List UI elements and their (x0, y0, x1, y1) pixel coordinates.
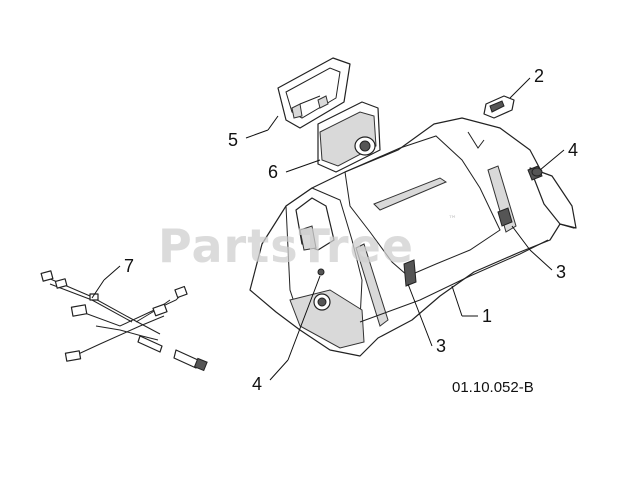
callout-4-right: 4 (568, 140, 578, 160)
part-4-fastener-left[interactable] (313, 268, 331, 311)
part-6-headlight[interactable] (317, 101, 381, 173)
part-4-fastener-right[interactable] (531, 167, 543, 177)
part-1-hood[interactable] (249, 117, 577, 357)
watermark-trademark: ™ (448, 215, 457, 225)
watermark-text: PartsTree (158, 219, 414, 273)
callout-3-right: 3 (556, 262, 566, 282)
callout-6: 6 (268, 162, 278, 182)
callout-4-left: 4 (252, 374, 262, 394)
part-7-wiring-harness[interactable] (40, 270, 208, 372)
part-5-bezel[interactable] (277, 57, 351, 129)
callout-1: 1 (482, 306, 492, 326)
callout-5: 5 (228, 130, 238, 150)
callout-2: 2 (534, 66, 544, 86)
callout-7: 7 (124, 256, 134, 276)
leader-lines (91, 77, 565, 381)
part-2-bracket[interactable] (483, 95, 515, 119)
drawing-code: 01.10.052-B (452, 379, 534, 396)
callout-3-center: 3 (436, 336, 446, 356)
